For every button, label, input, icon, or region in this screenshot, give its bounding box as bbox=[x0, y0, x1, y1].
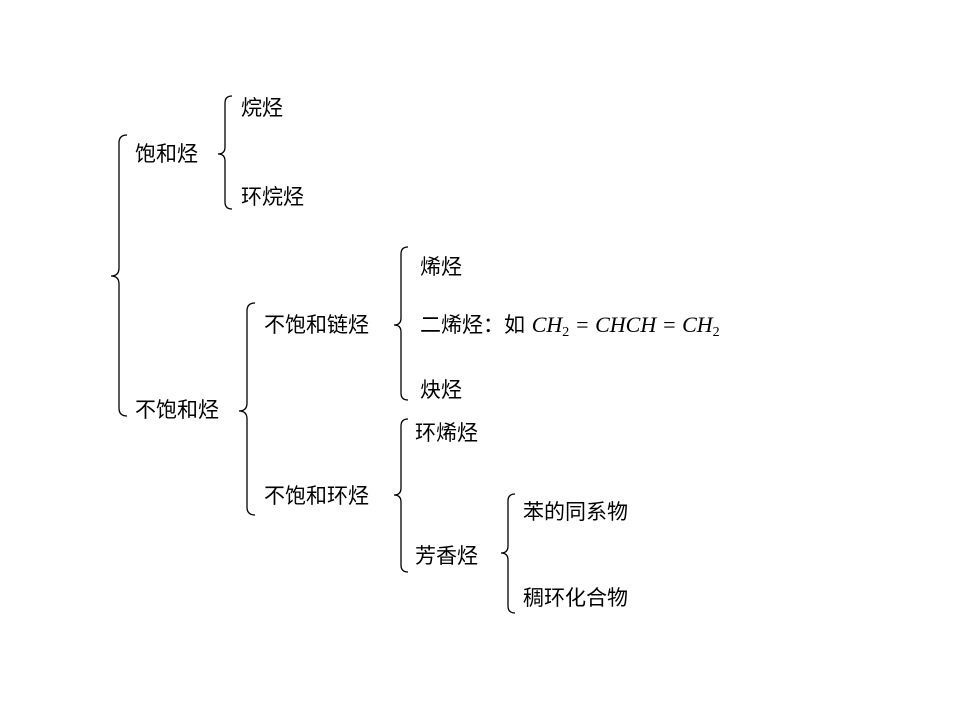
node-fused-ring: 稠环化合物 bbox=[523, 586, 628, 610]
node-alkane: 烷烃 bbox=[241, 96, 283, 120]
node-alkyne: 炔烃 bbox=[420, 378, 462, 402]
node-saturated: 饱和烃 bbox=[135, 142, 198, 166]
brace-ring bbox=[393, 418, 409, 573]
diene-prefix: 二烯烃：如 bbox=[420, 313, 525, 337]
node-cycloalkane: 环烷烃 bbox=[241, 185, 304, 209]
brace-aromatic bbox=[500, 493, 516, 614]
node-unsaturated: 不饱和烃 bbox=[135, 398, 219, 422]
brace-unsaturated bbox=[238, 302, 256, 516]
node-unsaturated-ring: 不饱和环烃 bbox=[264, 484, 369, 508]
node-benzene-homologs: 苯的同系物 bbox=[523, 500, 628, 524]
brace-root bbox=[110, 134, 128, 417]
node-unsaturated-chain: 不饱和链烃 bbox=[264, 313, 369, 337]
node-diene: 二烯烃：如 CH2 = CHCH = CH2 bbox=[420, 312, 720, 346]
node-alkene: 烯烃 bbox=[420, 255, 462, 279]
brace-saturated bbox=[217, 95, 233, 210]
node-aromatic: 芳香烃 bbox=[415, 544, 478, 568]
brace-chain bbox=[393, 246, 409, 401]
node-cycloalkene: 环烯烃 bbox=[415, 421, 478, 445]
diene-formula: CH2 = CHCH = CH2 bbox=[531, 312, 720, 340]
